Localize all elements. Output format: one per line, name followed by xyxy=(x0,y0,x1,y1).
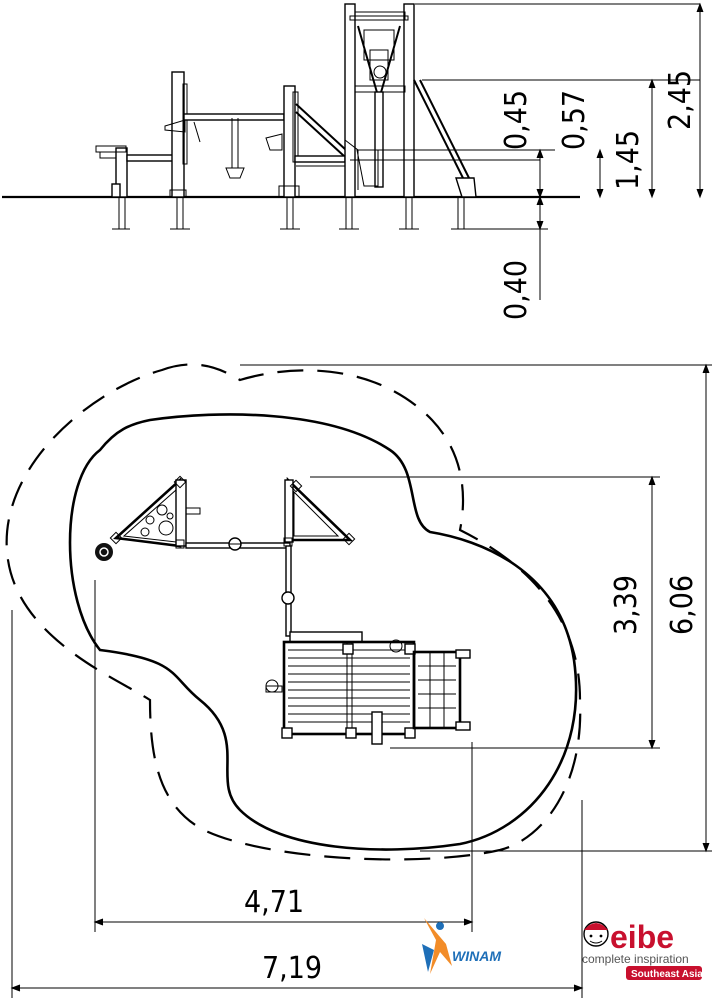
dim-h4: 2,45 xyxy=(663,70,698,130)
left-triangle-platform xyxy=(109,475,201,549)
eibe-region-badge xyxy=(626,966,702,980)
side-elevation: 0,45 0,57 1,45 2,45 0,40 xyxy=(2,2,704,320)
winam-logo: WINAM xyxy=(422,918,501,974)
dim-depth: 0,40 xyxy=(499,260,534,320)
eibe-tagline: complete inspiration xyxy=(582,952,689,966)
plan-dimension-lines xyxy=(10,363,712,998)
deck-structure xyxy=(265,631,471,745)
eibe-wordmark: eibe xyxy=(610,919,674,955)
eibe-logo: eibe complete inspiration Southeast Asia xyxy=(582,919,703,980)
bench-element xyxy=(95,145,178,198)
dim-h3: 1,45 xyxy=(611,130,646,190)
dim-outer-depth: 6,06 xyxy=(665,575,700,635)
dim-inner-depth: 3,39 xyxy=(609,575,644,635)
left-tower xyxy=(164,71,188,198)
eibe-face-icon xyxy=(583,921,609,947)
inner-safety-zone xyxy=(68,413,578,851)
dim-outer-width: 7,19 xyxy=(262,951,322,986)
winam-wordmark: WINAM xyxy=(452,948,501,964)
eibe-region: Southeast Asia xyxy=(631,969,703,980)
winam-figure-icon xyxy=(424,918,452,974)
main-tower xyxy=(344,3,477,198)
disk-seat xyxy=(95,543,113,561)
middle-tower xyxy=(278,85,347,198)
swing-beam xyxy=(183,113,285,179)
side-dimension-lines xyxy=(350,2,704,300)
dim-inner-width: 4,71 xyxy=(244,885,304,920)
dim-h1: 0,45 xyxy=(499,90,534,150)
right-triangle-platform xyxy=(283,476,356,547)
foundations xyxy=(112,196,471,230)
plan-view: 3,39 6,06 4,71 7,19 xyxy=(5,363,712,998)
dim-h2: 0,57 xyxy=(557,90,592,150)
outer-safety-zone xyxy=(5,363,582,861)
connector-seat xyxy=(281,591,295,605)
